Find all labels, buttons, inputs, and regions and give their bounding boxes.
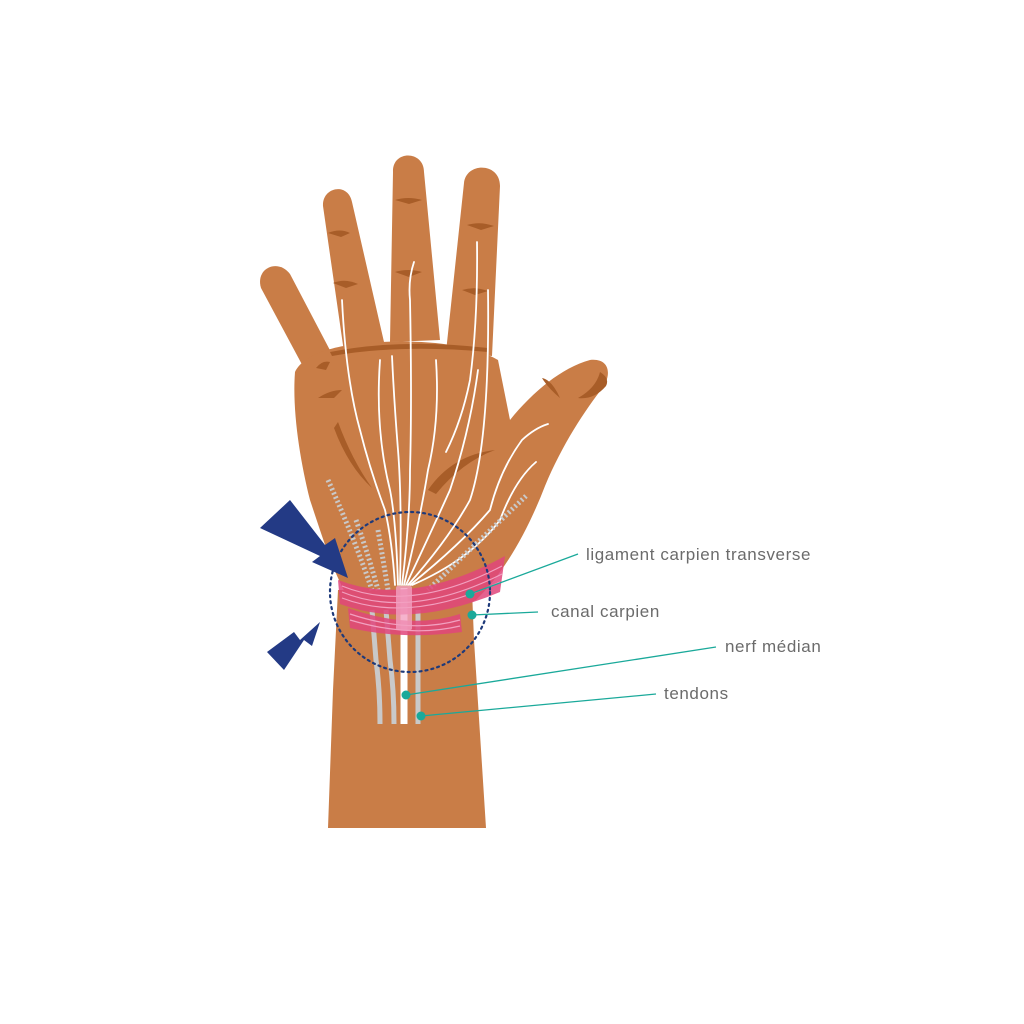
leader-line-ligament [469,553,579,595]
leader-dot-ligament [465,589,475,599]
finger-crease [395,198,422,204]
finger-crease [328,230,350,237]
label-nerf-median: nerf médian [725,637,822,656]
palm-crease [318,390,342,398]
finger-crease [467,223,494,230]
finger-crease [333,280,358,288]
leader-dots [401,589,477,721]
middle-finger [390,155,440,342]
transverse-carpal-ligament [338,556,505,636]
thumb-crease [542,378,560,398]
pain-bolt-icon [260,500,348,578]
leader-line-nerf [405,646,717,696]
palm-crease [330,343,488,356]
leader-line-tendons [420,693,657,717]
finger-crease [462,288,488,295]
leader-dot-canal [467,610,477,620]
leader-line-canal [471,611,539,616]
thumb-nail-edge [578,372,608,399]
finger-crease [395,270,422,277]
label-canal-carpien: canal carpien [551,602,660,621]
label-ligament-carpien-transverse: ligament carpien transverse [586,545,812,564]
palm-crease [334,422,372,488]
label-tendons: tendons [664,684,729,703]
index-finger [446,167,500,356]
thumb-crease [428,450,495,494]
pain-bolt-small-icon [267,622,320,670]
little-finger [260,266,333,372]
leader-lines [405,553,717,717]
leader-dot-nerf [401,690,411,700]
palm-crease [316,361,330,370]
ring-finger [322,189,384,352]
leader-dot-tendons [416,711,426,721]
carpal-tunnel-focus-circle [328,510,492,674]
